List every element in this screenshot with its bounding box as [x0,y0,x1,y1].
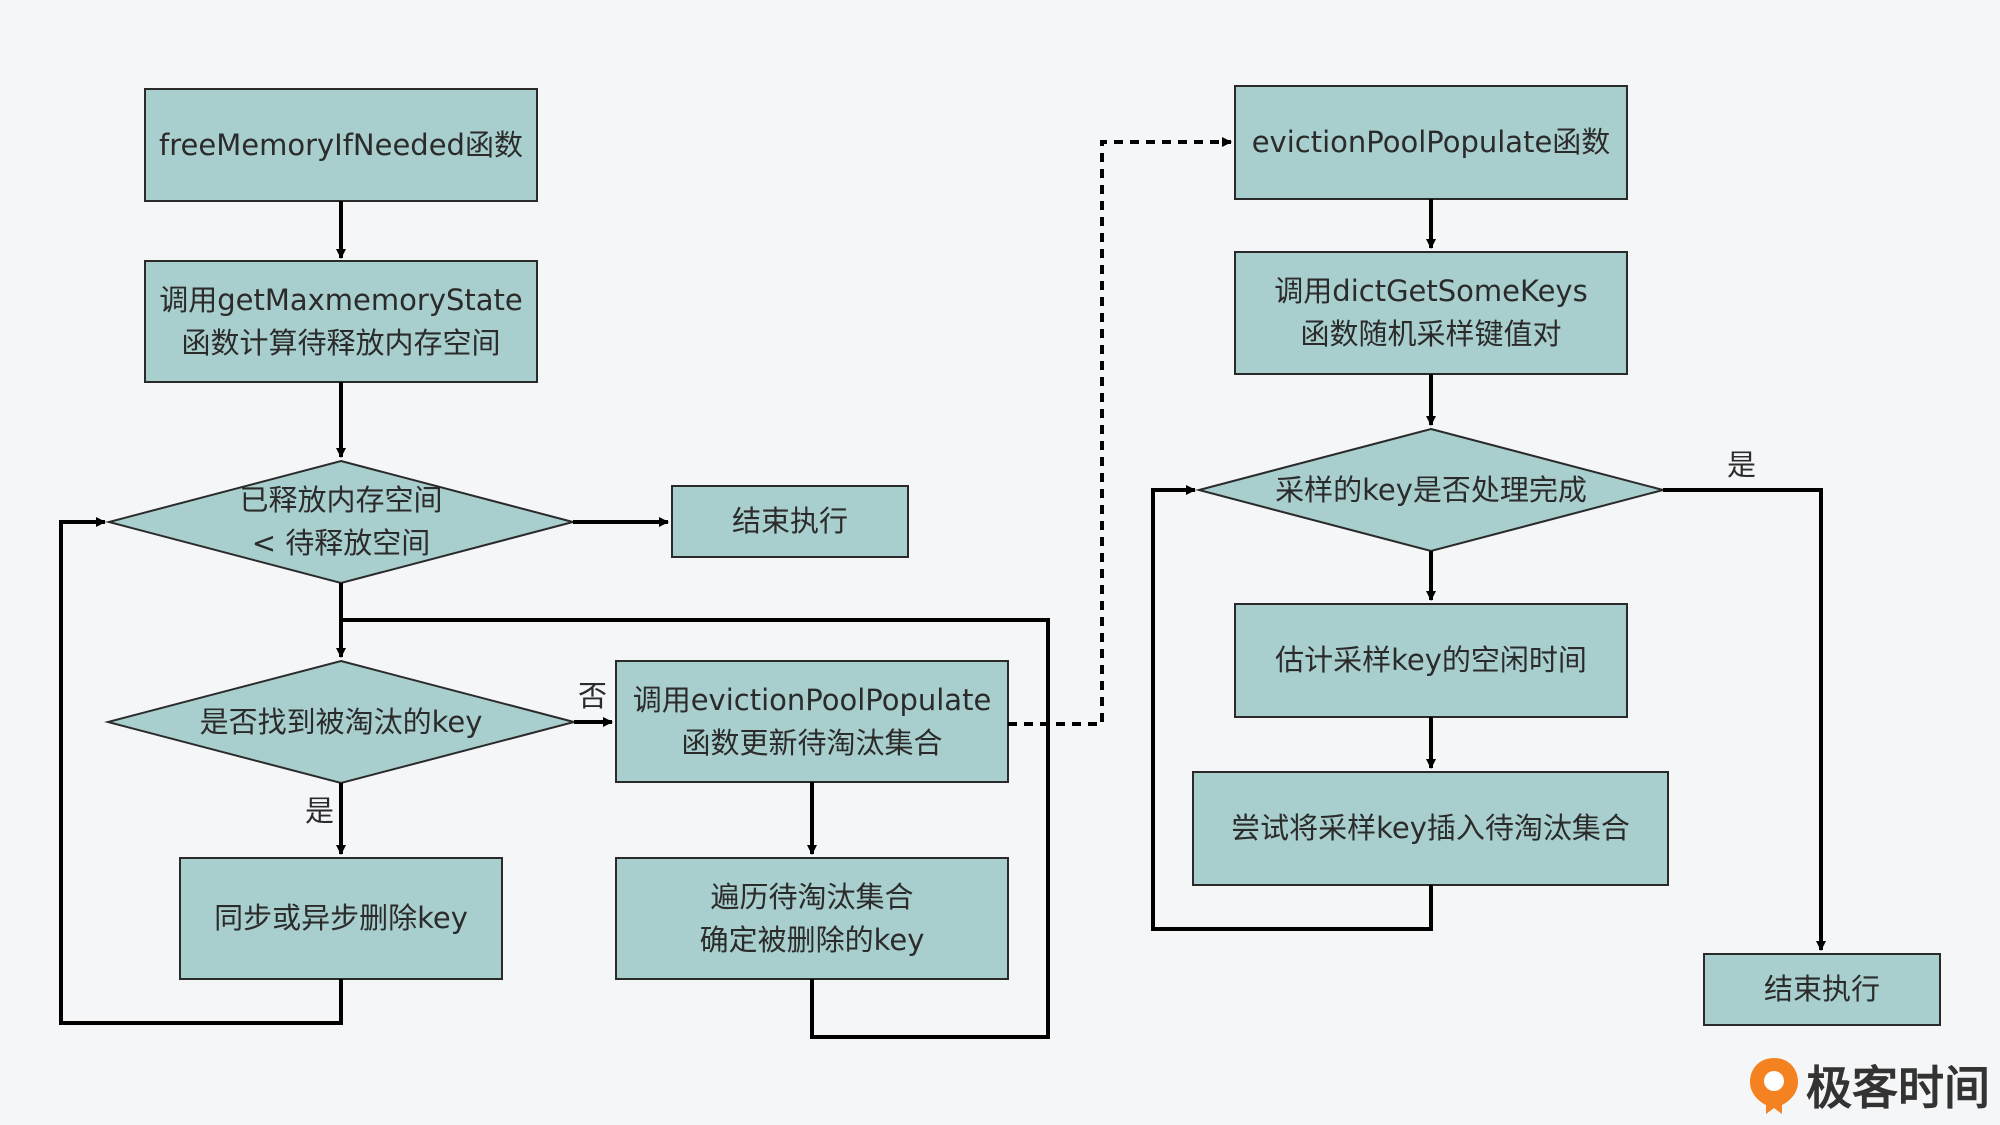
sample-done-check-label: 采样的key是否处理完成 [1199,469,1663,512]
node-text-line: 调用getMaxmemoryState [159,282,523,317]
node-text-line: 函数更新待淘汰集合 [681,725,943,760]
found-key-check-label: 是否找到被淘汰的key [108,701,574,744]
dict-get-some-keys-label: 调用dictGetSomeKeys 函数随机采样键值对 [1235,270,1627,356]
edge-samplecheck-yes [1663,488,1826,951]
node-text-line: 同步或异步删除key [214,901,468,935]
get-maxmemory-state-label: 调用getMaxmemoryState 函数计算待释放内存空间 [145,279,537,365]
node-shape-sync-async-delete [179,857,503,980]
node-shape-get-maxmemory-state [144,260,538,383]
try-insert-label: 尝试将采样key插入待淘汰集合 [1193,807,1668,850]
node-shape-end-left [671,485,909,558]
node-shape-free-memory-func [144,88,538,202]
traverse-pool-label: 遍历待淘汰集合确定被删除的key [616,876,1008,962]
node-shape-dict-get-some-keys [1234,251,1628,375]
node-shape-try-insert [1192,771,1669,886]
edge-insert-loop-back [1151,485,1433,931]
free-memory-func-label: freeMemoryIfNeeded函数 [145,124,537,167]
node-text-line: freeMemoryIfNeeded函数 [159,127,523,162]
node-text-line: 函数计算待释放内存空间 [181,325,501,360]
node-text-line: 结束执行 [1763,972,1880,1006]
sync-async-delete-label: 同步或异步删除key [180,897,502,940]
geektime-logo-icon [1750,1058,1798,1114]
released-check-label: 已释放内存空间 < 待释放空间 [109,479,573,565]
node-text-line: 采样的key是否处理完成 [1275,472,1587,507]
edge-dashed-to-eviction-func [1008,137,1232,726]
call-eviction-pool-label: 调用evictionPoolPopulate 函数更新待淘汰集合 [616,679,1008,765]
node-text-line: 结束执行 [731,504,848,538]
node-text-line: evictionPoolPopulate函数 [1251,125,1611,159]
eviction-pool-func-label: evictionPoolPopulate函数 [1235,121,1627,164]
node-text-line: < 待释放空间 [251,526,431,560]
edge-label-yes-right: 是 [1727,448,1757,482]
node-text-line: 遍历待淘汰集合 [710,879,914,914]
edge-label-yes-left: 是 [305,794,335,828]
edge-traverse-loop-back [341,618,1050,1039]
node-shape-eviction-pool-func [1234,85,1628,200]
end-left-label: 结束执行 [672,500,908,543]
node-text-line: 调用evictionPoolPopulate [632,682,992,717]
node-text-line: 是否找到被淘汰的key [199,704,483,739]
edge-delete-loop-back [59,517,343,1025]
estimate-idle-label: 估计采样key的空闲时间 [1235,639,1627,682]
node-shape-call-eviction-pool [615,660,1009,783]
node-text-line: 已释放内存空间 [239,483,443,517]
node-shape-traverse-pool [615,857,1009,980]
node-text-line: 估计采样key的空闲时间 [1275,643,1587,677]
node-text-line: 调用dictGetSomeKeys [1274,274,1588,308]
node-text-line: 确定被删除的key [699,922,925,957]
logo-text: 极客时间 [1806,1061,1990,1115]
node-text-line: 尝试将采样key插入待淘汰集合 [1231,811,1630,845]
node-shape-end-right [1703,953,1941,1026]
end-right-label: 结束执行 [1704,968,1940,1011]
edge-label-no: 否 [578,679,608,713]
node-text-line: 函数随机采样键值对 [1300,317,1562,351]
